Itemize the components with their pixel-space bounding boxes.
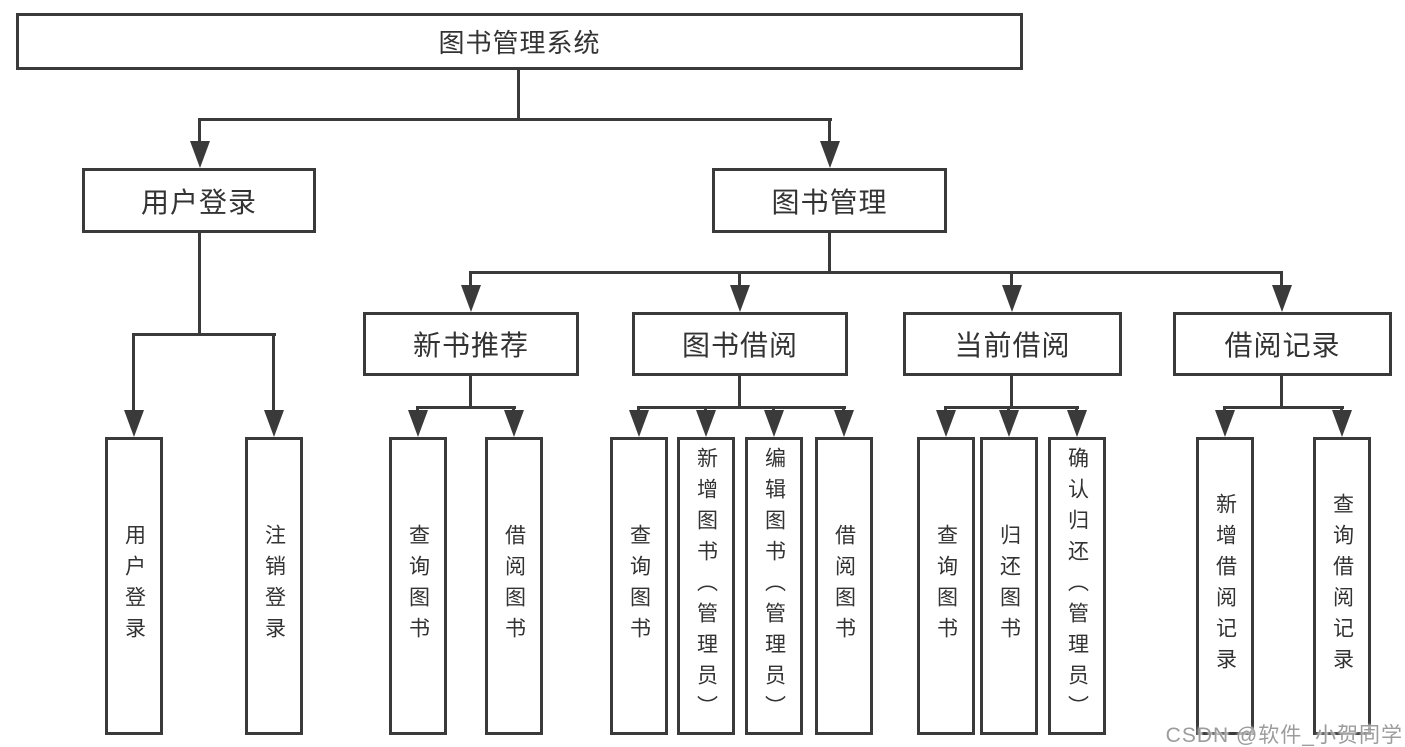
- arrow-down-icon: [629, 410, 649, 437]
- arrow-down-icon: [190, 141, 210, 168]
- leaf-query-books-current: 查询图书: [917, 437, 975, 735]
- node-new-book-recommendation: 新书推荐: [363, 312, 579, 376]
- node-borrowing-records: 借阅记录: [1173, 312, 1392, 376]
- arrow-down-icon: [730, 285, 750, 312]
- leaf-borrow-books: 借阅图书: [815, 437, 873, 735]
- leaf-query-borrow-record: 查询借阅记录: [1313, 437, 1371, 735]
- arrow-down-icon: [124, 410, 144, 437]
- arrow-down-icon: [1272, 285, 1292, 312]
- node-book-management: 图书管理: [712, 168, 947, 233]
- connector-line: [469, 271, 1283, 274]
- connector-line: [469, 376, 472, 409]
- arrow-down-icon: [1002, 285, 1022, 312]
- connector-line: [1280, 271, 1283, 289]
- leaf-add-book-admin: 新增图书（管理员）: [677, 437, 735, 735]
- leaf-query-books-recommend: 查询图书: [389, 437, 447, 735]
- arrow-down-icon: [461, 285, 481, 312]
- connector-line: [132, 333, 135, 413]
- arrow-down-icon: [408, 410, 428, 437]
- node-book-borrowing: 图书借阅: [632, 312, 848, 376]
- connector-line: [944, 406, 1079, 409]
- arrow-down-icon: [834, 410, 854, 437]
- connector-line: [1223, 406, 1344, 409]
- arrow-down-icon: [696, 410, 716, 437]
- node-user-login: 用户登录: [82, 168, 316, 233]
- watermark: CSDN @软件_小贺同学: [1165, 724, 1403, 747]
- arrow-down-icon: [1067, 410, 1087, 437]
- leaf-logout: 注销登录: [245, 437, 303, 735]
- leaf-borrow-books-recommend: 借阅图书: [485, 437, 543, 735]
- connector-line: [1010, 376, 1013, 409]
- leaf-return-books: 归还图书: [980, 437, 1038, 735]
- arrow-down-icon: [1332, 410, 1352, 437]
- leaf-query-books-borrowing: 查询图书: [610, 437, 668, 735]
- arrow-down-icon: [504, 410, 524, 437]
- connector-line: [517, 69, 520, 121]
- connector-line: [1280, 376, 1283, 409]
- connector-line: [828, 118, 831, 150]
- connector-line: [272, 333, 275, 413]
- arrow-down-icon: [936, 410, 956, 437]
- connector-line: [198, 233, 201, 335]
- connector-line: [469, 271, 472, 289]
- connector-line: [1010, 271, 1013, 289]
- leaf-add-borrow-record: 新增借阅记录: [1196, 437, 1254, 735]
- connector-line: [828, 233, 831, 273]
- connector-line: [416, 406, 516, 409]
- connector-line: [637, 406, 846, 409]
- arrow-down-icon: [999, 410, 1019, 437]
- arrow-down-icon: [1215, 410, 1235, 437]
- leaf-edit-book-admin: 编辑图书（管理员）: [745, 437, 803, 735]
- node-library-management-system: 图书管理系统: [16, 13, 1023, 70]
- leaf-confirm-return-admin: 确认归还（管理员）: [1048, 437, 1106, 735]
- connector-line: [132, 333, 276, 336]
- arrow-down-icon: [820, 141, 840, 168]
- connector-line: [198, 118, 201, 150]
- connector-line: [738, 376, 741, 409]
- connector-line: [738, 271, 741, 289]
- leaf-user-login: 用户登录: [105, 437, 163, 735]
- connector-line: [198, 118, 832, 121]
- arrow-down-icon: [264, 410, 284, 437]
- arrow-down-icon: [764, 410, 784, 437]
- node-current-borrowing: 当前借阅: [903, 312, 1122, 376]
